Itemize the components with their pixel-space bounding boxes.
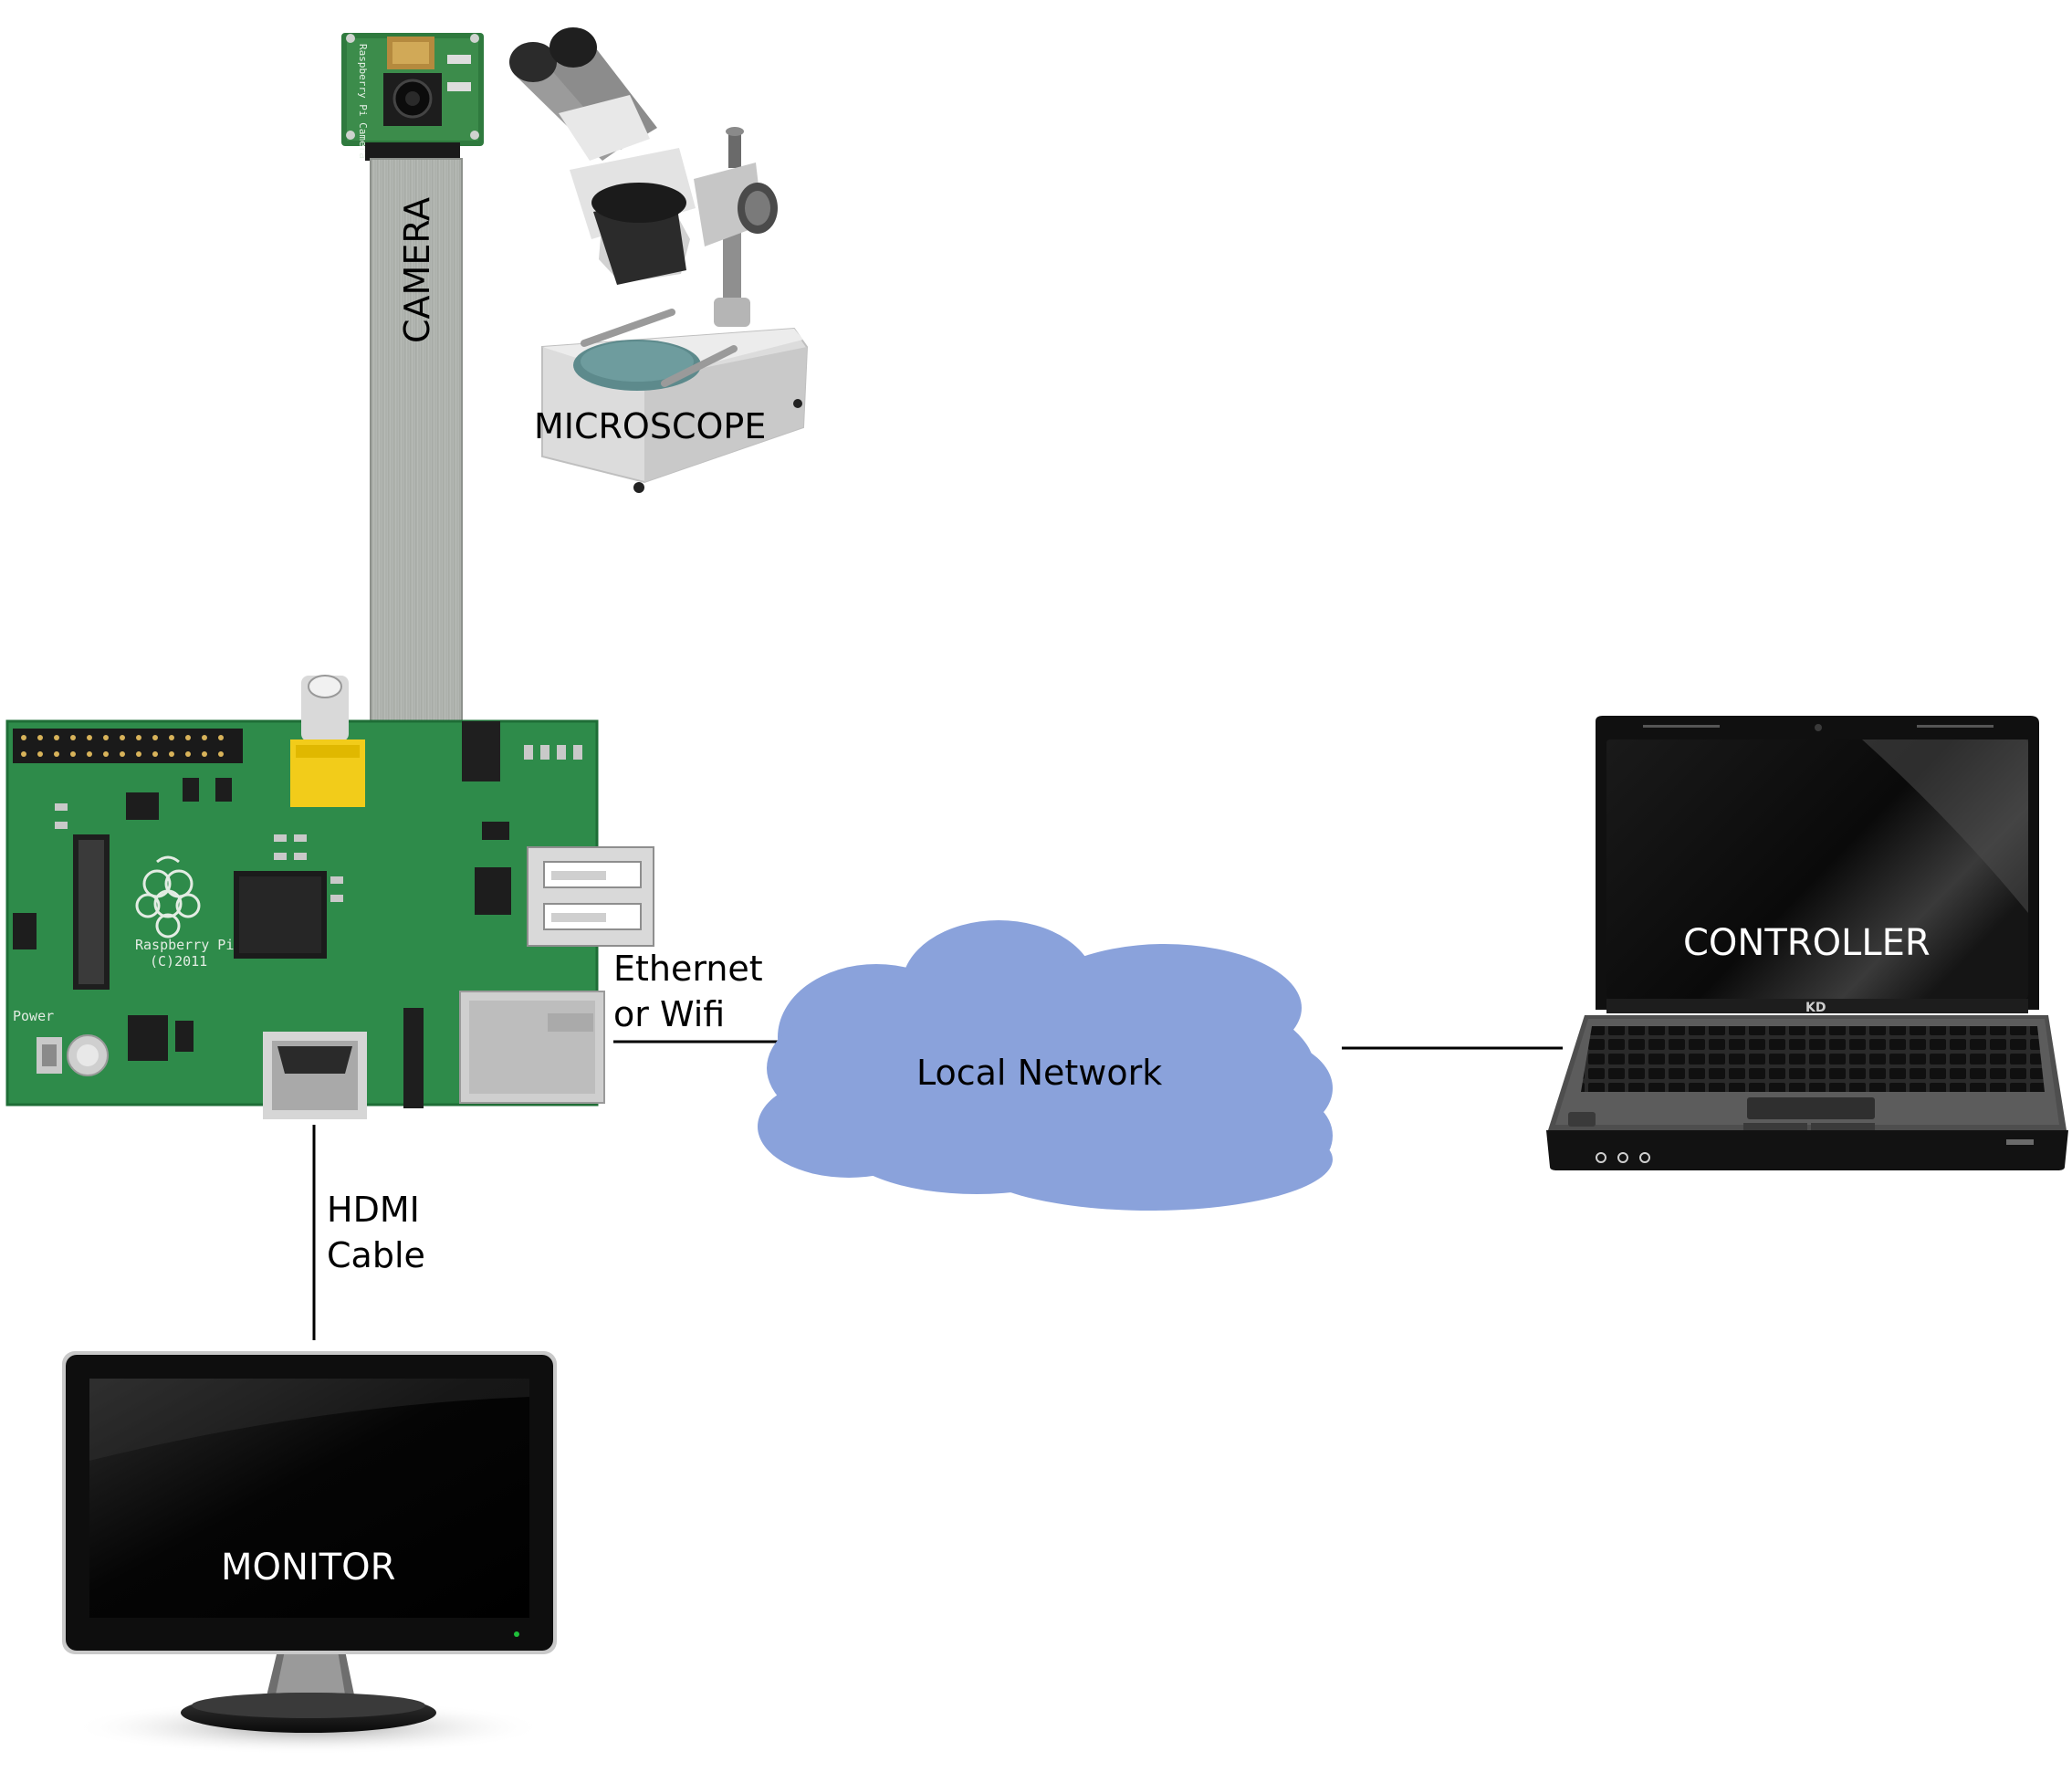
controller-label: CONTROLLER xyxy=(1683,922,1931,964)
hdmi-label-line2: Cable xyxy=(327,1235,425,1275)
microscope-illustration xyxy=(509,27,809,493)
raspberry-pi-board: Raspberry Pi (C)2011 Power xyxy=(5,675,654,1119)
power-silkscreen: Power xyxy=(13,1008,54,1024)
camera-label: CAMERA xyxy=(397,197,437,343)
ethernet-label-line1: Ethernet xyxy=(613,949,763,989)
raspberry-pi-year-silkscreen: (C)2011 xyxy=(150,953,207,970)
microscope-label: MICROSCOPE xyxy=(534,406,766,446)
local-network-cloud xyxy=(758,920,1333,1211)
pi-camera-silkscreen: Raspberry Pi Camera xyxy=(357,44,369,159)
local-network-label: Local Network xyxy=(916,1053,1162,1093)
laptop-brand-logo: KD xyxy=(1805,1001,1826,1015)
raspberry-logo xyxy=(135,855,201,939)
connection-lines xyxy=(312,1040,1563,1340)
controller-laptop: KD xyxy=(1546,716,2068,1170)
monitor-display xyxy=(62,1351,557,1755)
raspberry-pi-silkscreen: Raspberry Pi xyxy=(135,937,234,953)
camera-module: Raspberry Pi Camera xyxy=(341,33,484,161)
ethernet-label-line2: or Wifi xyxy=(613,994,725,1034)
monitor-label: MONITOR xyxy=(221,1547,395,1589)
hdmi-label-line1: HDMI xyxy=(327,1190,420,1230)
